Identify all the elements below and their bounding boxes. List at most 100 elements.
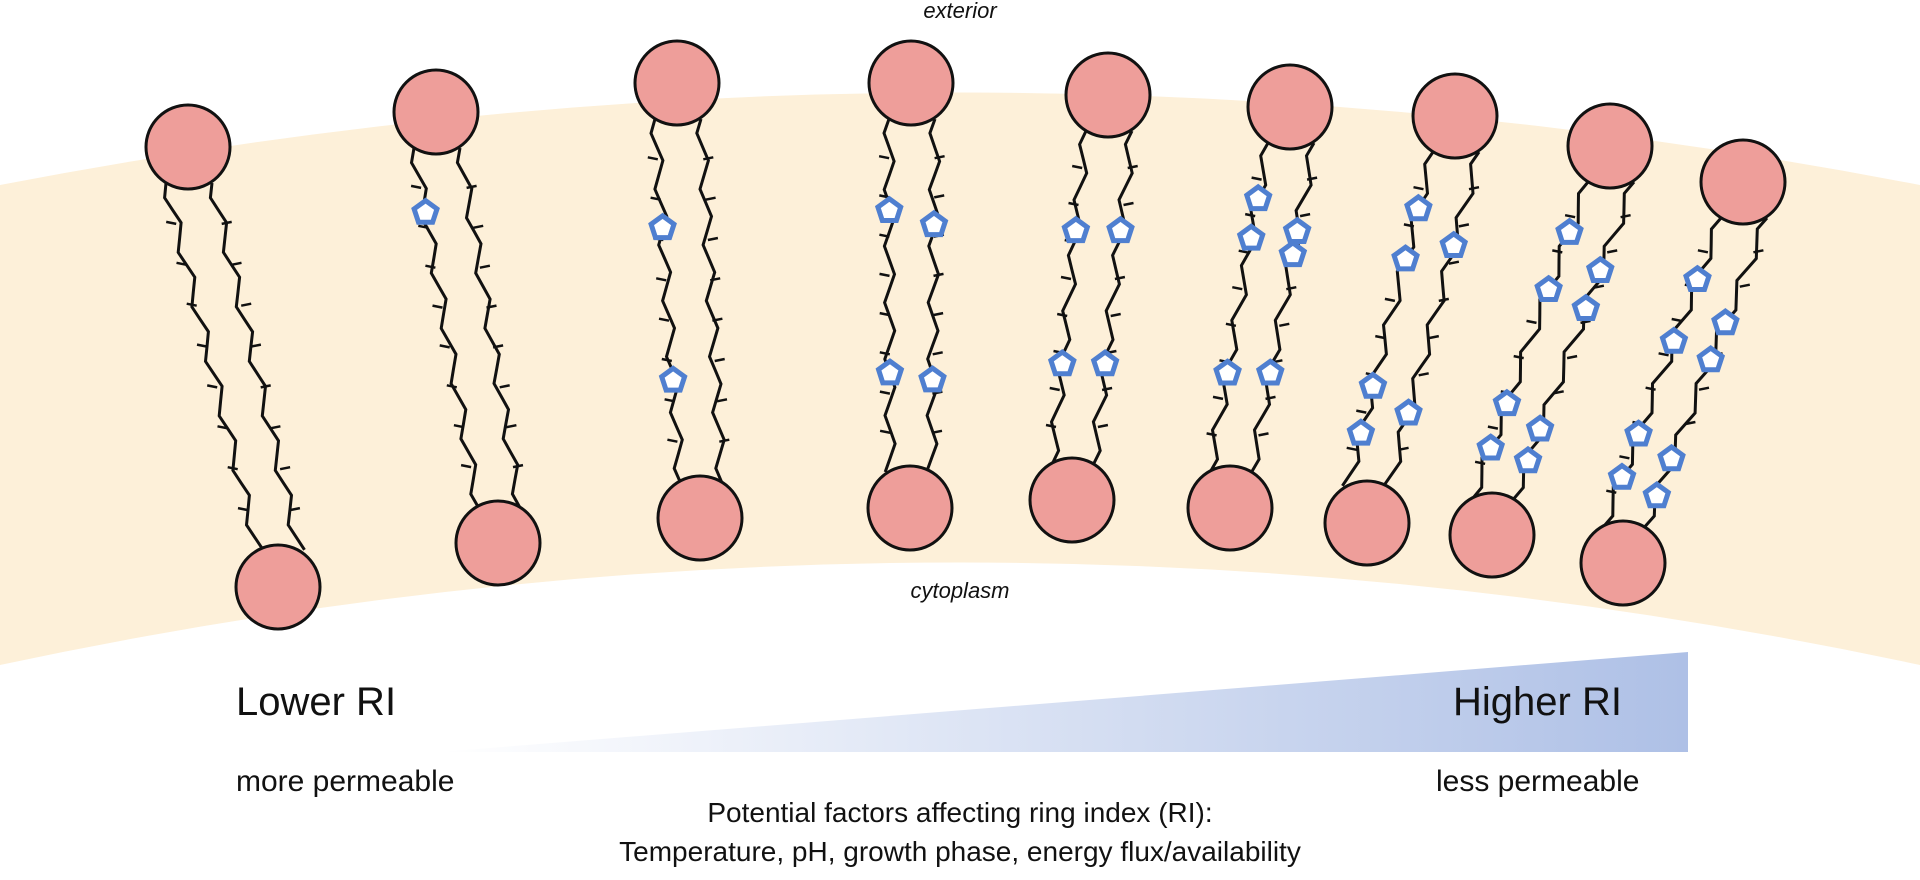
methyl-branch bbox=[196, 343, 208, 348]
cyclopentane-ring-icon bbox=[1061, 215, 1091, 244]
methyl-branch bbox=[165, 220, 177, 226]
methyl-branch bbox=[1279, 322, 1290, 328]
methyl-branch bbox=[1553, 390, 1564, 395]
lipid-head-exterior bbox=[1566, 102, 1654, 190]
methyl-branch bbox=[279, 465, 291, 471]
methyl-branch bbox=[506, 423, 517, 429]
methyl-branch bbox=[1265, 395, 1276, 401]
hydrocarbon-tail bbox=[163, 182, 265, 551]
cyclopentane-ring-icon bbox=[1525, 414, 1555, 442]
methyl-branch bbox=[1306, 176, 1318, 181]
cyclopentane-ring-icon bbox=[658, 365, 688, 393]
lipid-head-cytoplasm bbox=[1028, 456, 1116, 544]
methyl-branch bbox=[1513, 354, 1524, 360]
methyl-branch bbox=[460, 463, 472, 469]
methyl-branch bbox=[289, 506, 301, 512]
lipid-head-cytoplasm bbox=[1323, 479, 1411, 567]
factors-list: Temperature, pH, growth phase, energy fl… bbox=[619, 836, 1301, 867]
cyclopentane-ring-icon bbox=[1213, 358, 1242, 386]
methyl-branch bbox=[512, 463, 524, 469]
lipid-molecule bbox=[144, 103, 322, 631]
methyl-branch bbox=[719, 438, 730, 443]
methyl-branch bbox=[1606, 489, 1617, 494]
cyclopentane-ring-icon bbox=[1571, 293, 1601, 321]
methyl-branch bbox=[1056, 312, 1068, 318]
methyl-branch bbox=[1552, 249, 1563, 254]
methyl-branch bbox=[240, 302, 252, 307]
hydrocarbon-tail bbox=[1512, 181, 1636, 500]
cyclopentane-ring-icon bbox=[1394, 398, 1423, 426]
cyclopentane-ring-icon bbox=[1513, 445, 1543, 474]
methyl-branch bbox=[227, 465, 238, 471]
cyclopentane-ring-icon bbox=[1243, 183, 1273, 212]
methyl-branch bbox=[714, 357, 725, 363]
methyl-branch bbox=[1101, 386, 1113, 392]
methyl-branch bbox=[1238, 249, 1249, 254]
lipid-head-exterior bbox=[1411, 72, 1499, 160]
cyclopentane-ring-icon bbox=[1404, 193, 1433, 222]
ring-index-gradient-wedge bbox=[440, 652, 1688, 752]
hydrocarbon-tail bbox=[208, 182, 306, 551]
methyl-branch bbox=[707, 236, 719, 242]
hydrocarbon-tail bbox=[455, 147, 521, 508]
cyclopentane-ring-icon bbox=[918, 365, 947, 393]
methyl-branch bbox=[932, 351, 943, 356]
methyl-branch bbox=[1212, 395, 1224, 401]
cyclopentane-ring-icon bbox=[1358, 371, 1388, 399]
methyl-branch bbox=[879, 429, 891, 435]
methyl-branch bbox=[231, 261, 242, 267]
cyclopentane-ring-icon bbox=[1047, 349, 1077, 377]
methyl-branch bbox=[1658, 352, 1669, 357]
hydrocarbon-tail bbox=[1049, 130, 1089, 465]
hydrocarbon-tail bbox=[925, 118, 942, 473]
methyl-branch bbox=[879, 311, 890, 317]
methyl-branch bbox=[1566, 354, 1578, 360]
methyl-branch bbox=[410, 184, 422, 190]
lipid-layer bbox=[144, 39, 1787, 631]
methyl-branch bbox=[703, 156, 714, 161]
cyclopentane-ring-icon bbox=[1278, 239, 1308, 268]
lipid-molecule bbox=[866, 39, 955, 552]
methyl-branch bbox=[933, 194, 945, 199]
methyl-branch bbox=[1671, 317, 1682, 323]
less-permeable-label: less permeable bbox=[1436, 765, 1640, 798]
methyl-branch bbox=[1110, 312, 1121, 318]
cyclopentane-ring-icon bbox=[1476, 433, 1506, 461]
methyl-branch bbox=[879, 272, 890, 278]
methyl-branch bbox=[1286, 285, 1297, 291]
lipid-head-cytoplasm bbox=[656, 474, 744, 562]
methyl-branch bbox=[647, 156, 659, 161]
methyl-branch bbox=[439, 344, 450, 349]
methyl-branch bbox=[1232, 285, 1243, 291]
methyl-branch bbox=[1049, 386, 1060, 392]
lipid-molecule bbox=[633, 39, 744, 562]
methyl-branch bbox=[1438, 297, 1450, 303]
cyclopentane-ring-icon bbox=[874, 195, 904, 223]
factors-title: Potential factors affecting ring index (… bbox=[707, 797, 1213, 828]
cyclopentane-ring-icon bbox=[648, 212, 677, 241]
methyl-branch bbox=[453, 423, 465, 429]
cyclopentane-ring-icon bbox=[1255, 358, 1285, 386]
cyclopentane-ring-icon bbox=[1624, 419, 1653, 447]
methyl-branch bbox=[176, 261, 187, 267]
lipid-molecule bbox=[1323, 72, 1499, 567]
cyclopentane-ring-icon bbox=[1439, 230, 1469, 258]
methyl-branch bbox=[1564, 213, 1576, 219]
methyl-branch bbox=[472, 224, 484, 230]
methyl-branch bbox=[1206, 432, 1217, 437]
methyl-branch bbox=[1127, 164, 1138, 170]
methyl-branch bbox=[664, 398, 675, 403]
methyl-branch bbox=[1580, 319, 1591, 325]
methyl-branch bbox=[206, 384, 218, 389]
lipid-head-cytoplasm bbox=[1186, 464, 1274, 552]
methyl-branch bbox=[709, 277, 721, 282]
methyl-branch bbox=[661, 357, 673, 363]
methyl-branch bbox=[1619, 455, 1630, 460]
methyl-branch bbox=[1645, 386, 1656, 391]
lipid-molecule bbox=[392, 68, 542, 587]
hydrocarbon-tail bbox=[695, 118, 726, 483]
lipid-head-cytoplasm bbox=[1579, 519, 1667, 607]
methyl-branch bbox=[1685, 420, 1696, 426]
methyl-branch bbox=[1526, 319, 1537, 325]
hydrocarbon-tail bbox=[1091, 130, 1134, 465]
